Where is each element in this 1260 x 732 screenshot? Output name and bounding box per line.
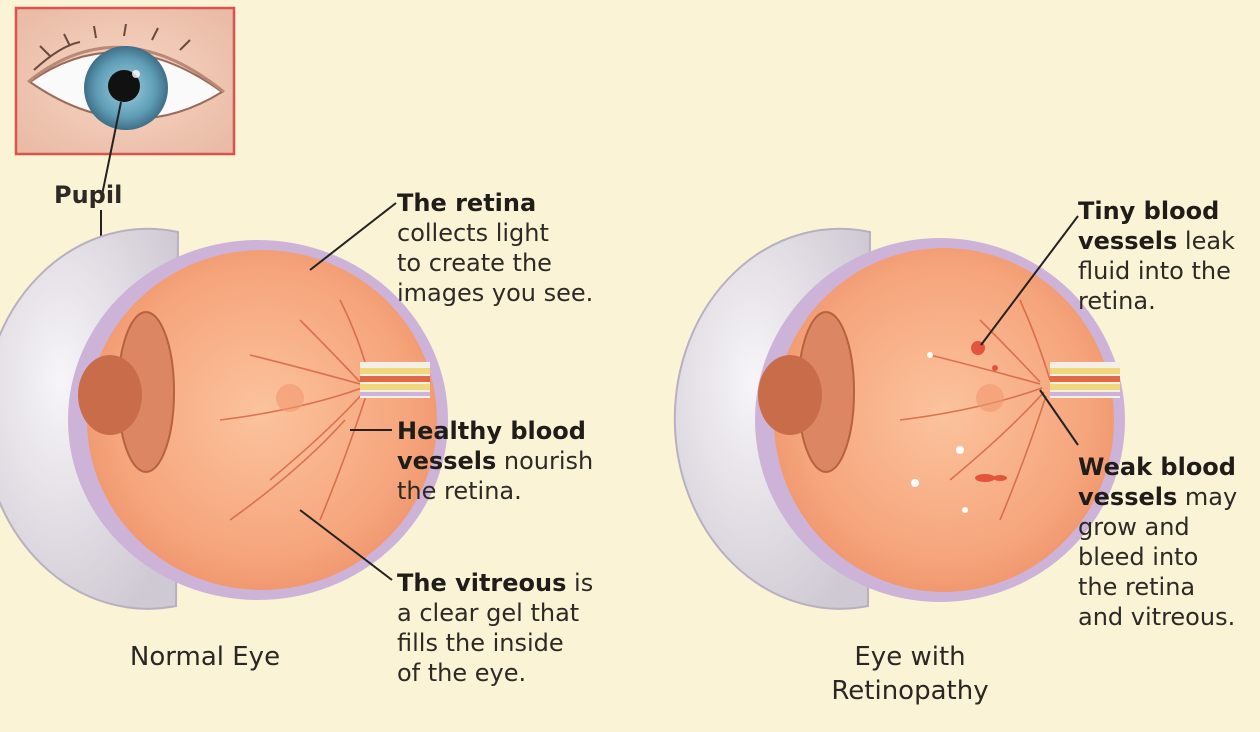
retinopathy-eye-caption: Eye with Retinopathy: [800, 640, 1020, 708]
vitreous-label-bold: The vitreous: [397, 569, 566, 597]
tiny-vessels-label: Tiny blood vessels leak fluid into the r…: [1078, 196, 1235, 316]
normal-eye-caption: Normal Eye: [100, 640, 310, 674]
inset-eye-illustration: [16, 8, 234, 154]
retina-label-text: collects light to create the images you …: [397, 219, 593, 307]
retinopathy-eye-illustration: [675, 229, 1125, 609]
pupil-label: Pupil: [54, 180, 122, 210]
healthy-vessels-label: Healthy blood vessels nourish the retina…: [397, 416, 593, 506]
retina-label-bold: The retina: [397, 189, 536, 217]
retina-label: The retina collects light to create the …: [397, 188, 593, 308]
weak-vessels-label: Weak blood vessels may grow and bleed in…: [1078, 452, 1237, 632]
vitreous-label: The vitreous is a clear gel that fills t…: [397, 568, 593, 688]
normal-eye-illustration: [0, 229, 448, 609]
